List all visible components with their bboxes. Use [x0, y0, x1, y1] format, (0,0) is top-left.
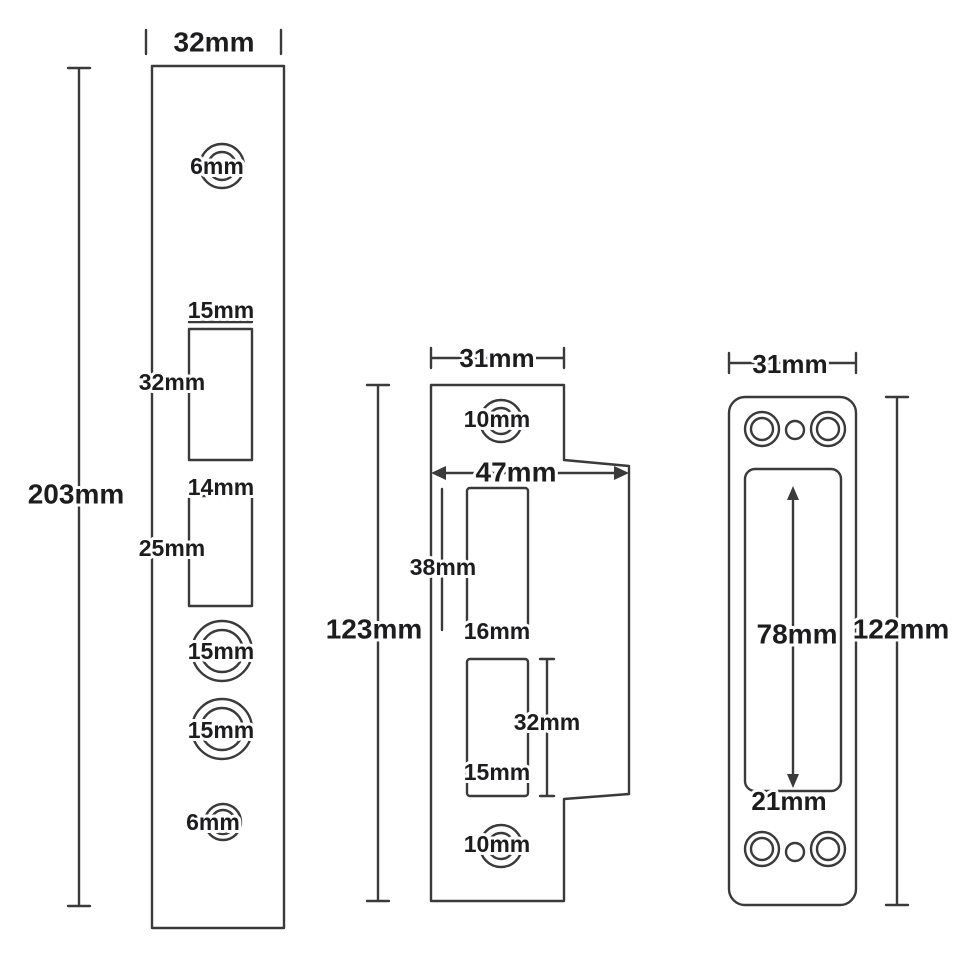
middle-plate-cutout2: [465, 657, 530, 798]
right-plate-bottom-hole-right-outer: [809, 830, 847, 868]
middle-plate-top-hole-inner: [486, 406, 516, 436]
right-plate-width-dimension-line: [727, 351, 858, 375]
right-plate-slot-height-label: 78mm: [757, 619, 838, 650]
middle-plate-lip-width-arrowhead-left: [431, 466, 446, 480]
left-plate-bottom-hole-inner: [209, 808, 237, 836]
middle-plate-cutout1-height-label: 38mm: [410, 554, 476, 580]
left-plate-cutout1-height-label: 32mm: [139, 369, 205, 395]
left-plate-height-dimension-line: [66, 66, 92, 908]
left-plate-bottom-hole-label: 6mm: [186, 809, 240, 835]
middle-plate-top-hole-label: 10mm: [464, 406, 530, 432]
right-plate-slot-height-arrowhead-top: [787, 486, 799, 500]
left-plate-cutout1-width-label: 15mm: [188, 297, 254, 323]
middle-plate-height-dimension-line: [365, 383, 391, 903]
middle-plate-outline: [429, 383, 631, 903]
middle-plate-bottom-hole-inner: [486, 831, 516, 861]
middle-plate-bottom-hole-label: 10mm: [464, 831, 530, 857]
left-plate-height-label: 203mm: [28, 479, 125, 510]
right-plate-slot-height-arrowhead-bottom: [787, 774, 799, 788]
right-plate-top-hole-right-outer: [809, 410, 847, 448]
right-plate-bottom-hole-right-inner: [815, 836, 841, 862]
left-plate-hole1-outer: [190, 619, 254, 683]
left-plate-hole2-inner: [199, 706, 245, 752]
left-plate-cutout2: [187, 494, 254, 608]
right-plate-bottom-hole-left-outer: [743, 830, 781, 868]
middle-plate-cutout1-width-label: 16mm: [464, 618, 530, 644]
right-plate-height-dimension-line: [884, 395, 910, 907]
left-plate-drawing: 32mm 203mm 6mm 15mm 32mm 14mm 25mm 15mm …: [25, 24, 286, 930]
left-plate-top-hole-label: 6mm: [190, 153, 244, 179]
right-plate-top-hole-left-outer: [743, 410, 781, 448]
right-plate-bottom-hole-center: [784, 841, 806, 863]
right-plate-slot-width-label: 21mm: [751, 786, 826, 816]
left-plate-hole1-inner: [199, 628, 245, 674]
left-plate-cutout1: [187, 327, 254, 462]
right-plate-width-label: 31mm: [752, 349, 827, 379]
middle-plate-height-label: 123mm: [326, 614, 423, 645]
middle-plate-cutout2-height-label: 32mm: [514, 709, 580, 735]
left-plate-hole1-label: 15mm: [188, 638, 254, 664]
left-plate-bottom-hole-outer: [203, 802, 243, 842]
left-plate-top-hole-outer: [198, 142, 246, 190]
right-plate-top-hole-center: [784, 419, 806, 441]
middle-plate-lip-width-arrowhead-right: [614, 466, 629, 480]
middle-plate-top-hole-outer: [478, 398, 524, 444]
right-plate-drawing: 31mm 122mm 78mm 21mm: [727, 346, 952, 907]
left-plate-cutout2-width-label: 14mm: [188, 474, 254, 500]
right-plate-top-hole-right-inner: [815, 416, 841, 442]
middle-plate-bottom-hole-outer: [478, 823, 524, 869]
middle-plate-cutout1: [465, 486, 530, 631]
left-plate-top-hole-inner: [206, 150, 238, 182]
right-plate-bottom-hole-left-inner: [749, 836, 775, 862]
right-plate-slot: [743, 467, 843, 793]
middle-plate-drawing: 31mm 123mm 10mm 47mm 38mm 16mm 32mm 15mm…: [323, 340, 631, 903]
middle-plate-width-dimension-line: [429, 346, 566, 370]
middle-plate-width-label: 31mm: [459, 343, 534, 373]
left-plate-width-ticks: [144, 28, 283, 56]
right-plate-top-hole-left-inner: [749, 416, 775, 442]
left-plate-hole2-outer: [190, 697, 254, 761]
middle-plate-cutout2-width-label: 15mm: [464, 759, 530, 785]
left-plate-hole2-label: 15mm: [188, 717, 254, 743]
middle-plate-lip-width-label: 47mm: [476, 457, 557, 488]
left-plate-cutout2-height-label: 25mm: [139, 535, 205, 561]
right-plate-height-label: 122mm: [853, 614, 950, 645]
middle-plate-cutout2-height-dim-line: [538, 657, 556, 798]
left-plate-width-label: 32mm: [174, 27, 255, 58]
